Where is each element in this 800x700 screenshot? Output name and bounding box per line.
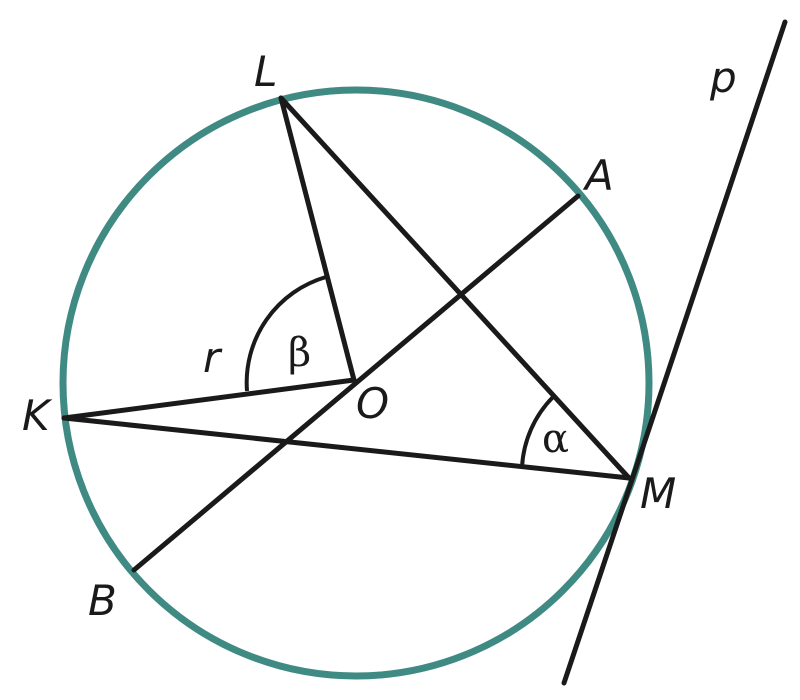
segment-ol	[278, 95, 357, 383]
label-radius-r: r	[203, 333, 223, 382]
label-angle-alpha: α	[542, 416, 569, 462]
circle	[59, 86, 653, 680]
angle-beta-arc	[244, 275, 327, 392]
tangent-line-p	[561, 19, 788, 686]
label-point-a: A	[582, 151, 614, 200]
label-point-l: L	[254, 47, 277, 96]
segment-km	[61, 415, 632, 481]
label-angle-beta: β	[288, 330, 311, 376]
angle-alpha-arc	[520, 395, 555, 468]
segment-lm	[278, 95, 632, 481]
label-point-k: K	[22, 391, 53, 440]
diameter-ab	[131, 193, 581, 573]
label-point-m: M	[640, 469, 676, 518]
label-point-o: O	[356, 379, 389, 428]
label-line-p: p	[709, 53, 737, 102]
segment-ok	[61, 377, 357, 421]
label-point-b: B	[88, 576, 117, 625]
